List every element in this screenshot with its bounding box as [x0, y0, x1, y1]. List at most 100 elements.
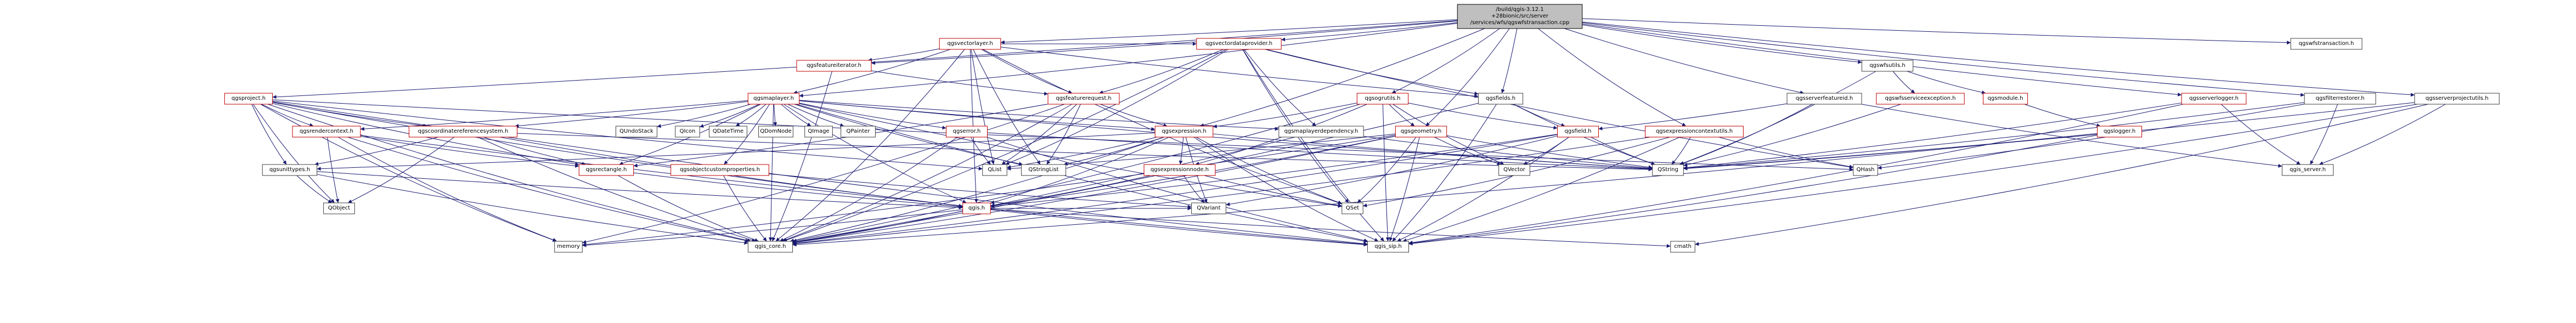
edge-group: [1408, 134, 2098, 245]
node-QDomNode[interactable]: QDomNode: [758, 126, 793, 138]
node-qgsexpressionnode[interactable]: qgsexpressionnode.h: [1143, 164, 1216, 176]
edge-qgsproject-to-QObject: [252, 104, 335, 203]
edge-root-to-qgsmaplayer: [799, 23, 1458, 98]
node-label-QVariant: QVariant: [1197, 205, 1220, 211]
edge-qgsproject-to-qgsunittypes: [251, 104, 287, 165]
edge-qgsexpressionnode-to-QSet: [1204, 175, 1342, 207]
edge-qgsmaplayer-to-QPainter: [787, 104, 844, 127]
node-label-qgsfilterrestorer: qgsfilterrestorer.h: [2315, 95, 2364, 101]
node-qgswfsserviceexception[interactable]: qgswfsserviceexception.h: [1876, 93, 1965, 105]
node-QVariant[interactable]: QVariant: [1191, 202, 1226, 214]
node-root[interactable]: /build/qgis-3.12.1+28bionic/src/server/s…: [1457, 4, 1583, 29]
node-qgsfeaturerequest[interactable]: qgsfeaturerequest.h: [1047, 93, 1120, 105]
node-QPainter[interactable]: QPainter: [841, 126, 876, 138]
node-qgsproject[interactable]: qgsproject.h: [224, 93, 273, 105]
edge-qgsogrutils-to-QVector: [1393, 104, 1504, 165]
node-qgsobjectcustomproperties[interactable]: qgsobjectcustomproperties.h: [670, 164, 769, 176]
edge-qgserror-to-QList: [970, 137, 991, 165]
node-qgsserverfeatureid[interactable]: qgsserverfeatureid.h: [1786, 93, 1862, 105]
edge-qgscoordinatereferencesystem-to-qgis_core: [477, 137, 756, 242]
node-box-qgslogger: [2096, 126, 2143, 138]
edge-qgsgeometry-to-QString: [1446, 135, 1653, 169]
node-qgsserverprojectutils[interactable]: qgsserverprojectutils.h: [2414, 93, 2500, 105]
node-qgswfsutils[interactable]: qgswfsutils.h: [1861, 60, 1914, 72]
node-QUndoStack[interactable]: QUndoStack: [616, 126, 657, 138]
node-qgsfilterrestorer[interactable]: qgsfilterrestorer.h: [2304, 93, 2376, 105]
node-qgscoordinatereferencesystem[interactable]: qgscoordinatereferencesystem.h: [409, 126, 517, 138]
edge-qgsmaplayer-to-qgsrendercontext: [360, 100, 748, 131]
node-QSet[interactable]: QSet: [1341, 202, 1363, 214]
edge-qgsvectordataprovider-to-QList: [1005, 49, 1228, 165]
node-qgsserverlogger[interactable]: qgsserverlogger.h: [2181, 93, 2247, 105]
edge-group: [1200, 28, 1485, 127]
edge-group: [1861, 104, 2282, 168]
node-qgsrectangle[interactable]: qgsrectangle.h: [578, 164, 634, 176]
node-qgsogrutils[interactable]: qgsogrutils.h: [1356, 93, 1409, 105]
node-box-qgsfield: [1557, 126, 1599, 138]
edge-qgsfilterrestorer-to-QString: [1683, 102, 2305, 170]
node-qgserror[interactable]: qgserror.h: [946, 126, 988, 138]
edge-group: [1598, 103, 1788, 131]
node-QObject[interactable]: QObject: [323, 202, 355, 214]
node-qgis[interactable]: qgis.h: [962, 202, 991, 214]
node-qgis_server[interactable]: qgis_server.h: [2281, 164, 2334, 176]
node-qgsgeometry[interactable]: qgsgeometry.h: [1395, 126, 1447, 138]
node-qgsfeatureiterator[interactable]: qgsfeatureiterator.h: [796, 60, 872, 72]
node-qgsfield[interactable]: qgsfield.h: [1557, 126, 1599, 138]
edge-group: [990, 134, 1558, 208]
node-qgsexpression[interactable]: qgsexpression.h: [1154, 126, 1214, 138]
edge-group: [1425, 28, 1510, 127]
node-qgswfstransaction[interactable]: qgswfstransaction.h: [2290, 38, 2363, 50]
node-qgis_core[interactable]: qgis_core.h: [747, 241, 793, 253]
node-QStringList[interactable]: QStringList: [1021, 164, 1067, 176]
node-box-qgswfsserviceexception: [1876, 93, 1965, 105]
edge-group: [1679, 104, 1813, 165]
edge-qgsmaplayer-to-QUndoStack: [657, 104, 751, 128]
node-QHash[interactable]: QHash: [1853, 164, 1878, 176]
node-box-qgsserverfeatureid: [1786, 93, 1862, 105]
node-qgsvectordataprovider[interactable]: qgsvectordataprovider.h: [1196, 38, 1282, 50]
node-QString[interactable]: QString: [1652, 164, 1684, 176]
edge-qgsfield-to-qgis: [990, 134, 1558, 208]
node-QVector[interactable]: QVector: [1498, 164, 1530, 176]
node-QIcon[interactable]: QIcon: [675, 126, 700, 138]
node-qgsmaplayerdependency[interactable]: qgsmaplayerdependency.h: [1278, 126, 1364, 138]
node-qgslogger[interactable]: qgslogger.h: [2096, 126, 2143, 138]
edge-root-to-qgswfstransaction: [1582, 18, 2291, 45]
edge-group: [971, 49, 995, 165]
node-memory[interactable]: memory: [554, 241, 583, 253]
node-qgsunittypes[interactable]: qgsunittypes.h: [262, 164, 318, 176]
edge-group: [2024, 104, 2101, 127]
edge-group: [799, 23, 1458, 98]
node-qgsmodule[interactable]: qgsmodule.h: [1982, 93, 2028, 105]
node-qgsexpressioncontextutils[interactable]: qgsexpressioncontextutils.h: [1645, 126, 1744, 138]
edge-qgsmodule-to-qgslogger: [2024, 104, 2101, 127]
edge-group: [1397, 137, 1569, 242]
node-qgsmaplayer[interactable]: qgsmaplayer.h: [747, 93, 800, 105]
edge-group: [1226, 135, 1558, 206]
node-QImage[interactable]: QImage: [804, 126, 833, 138]
edge-group: [1389, 137, 1420, 242]
edge-qgsobjectcustomproperties-to-qgis_core: [723, 175, 767, 242]
edge-group: [360, 135, 1368, 246]
node-qgsvectorlayer[interactable]: qgsvectorlayer.h: [939, 38, 1001, 50]
edge-group: [1007, 133, 1396, 171]
node-QDateTime[interactable]: QDateTime: [709, 126, 747, 138]
edge-qgsexpressioncontextutils-to-QHash: [1718, 137, 1853, 169]
edge-root-to-qgsserverlogger: [1582, 23, 2182, 97]
node-box-QString: [1652, 164, 1684, 176]
node-box-QUndoStack: [616, 126, 657, 138]
edge-qgsrendercontext-to-memory: [337, 137, 557, 242]
node-qgis_sip[interactable]: qgis_sip.h: [1367, 241, 1409, 253]
node-QList[interactable]: QList: [982, 164, 1007, 176]
node-box-qgsobjectcustomproperties: [670, 164, 769, 176]
edge-group: [1242, 49, 1385, 242]
edge-group: [867, 48, 940, 62]
node-label-qgserror: qgserror.h: [953, 128, 981, 134]
node-qgsfields[interactable]: qgsfields.h: [1478, 93, 1524, 105]
node-qgsrendercontext[interactable]: qgsrendercontext.h: [292, 126, 361, 138]
edge-qgsserverfeatureid-to-QString: [1679, 104, 1813, 165]
node-cmath[interactable]: cmath: [1670, 241, 1695, 253]
edge-qgsunittypes-to-QObject: [296, 175, 332, 203]
